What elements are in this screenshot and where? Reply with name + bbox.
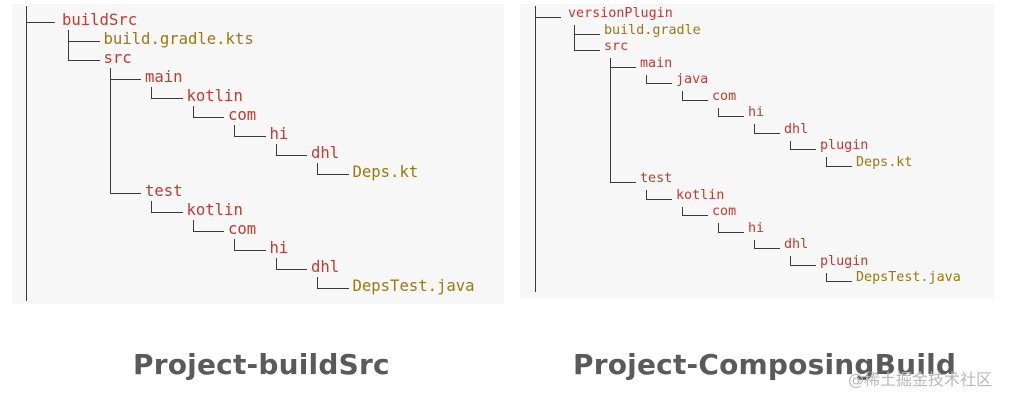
tree-folder-label: hi xyxy=(748,105,765,120)
tree-file-label: build.gradle.kts xyxy=(103,30,254,48)
tree-folder-label: buildSrc xyxy=(62,11,138,29)
tree-folder-label: test xyxy=(145,182,183,200)
tree-branch-connector xyxy=(574,25,600,51)
tree-folder-label: java xyxy=(676,72,709,87)
caption-composingbuild: Project-ComposingBuild xyxy=(573,348,957,381)
tree-branch-connector xyxy=(26,6,55,23)
caption-buildsrc: Project-buildSrc xyxy=(133,348,390,381)
tree-branch-connector xyxy=(646,74,672,84)
tree-folder-label: main xyxy=(640,55,673,71)
tree-file-label: DepsTest.java xyxy=(352,277,475,295)
tree-file-label: build.gradle xyxy=(604,22,701,38)
tree-branch-connector xyxy=(317,163,349,175)
tree-branch-connector xyxy=(718,107,744,117)
tree-branch-connector xyxy=(234,125,266,137)
tree-guide-line xyxy=(535,6,536,292)
tree-folder-label: src xyxy=(604,39,629,54)
tree-folder-label: kotlin xyxy=(186,87,243,105)
tree-folder-label: hi xyxy=(748,220,765,236)
tree-folder-label: com xyxy=(712,88,737,104)
tree-folder-label: test xyxy=(640,171,673,186)
tree-branch-connector xyxy=(682,206,708,216)
tree-folder-label: com xyxy=(712,204,737,219)
tree-branch-connector xyxy=(646,190,672,200)
tree-branch-connector xyxy=(535,6,561,18)
tree-branch-connector xyxy=(718,223,744,233)
tree-branch-connector xyxy=(754,124,780,134)
tree-folder-label: versionPlugin xyxy=(568,6,673,21)
tree-branch-connector xyxy=(610,58,636,183)
tree-branch-connector xyxy=(234,239,266,251)
tree-branch-connector xyxy=(151,87,183,99)
tree-folder-label: dhl xyxy=(784,121,809,137)
tree-branch-connector xyxy=(151,201,183,213)
tree-folder-label: hi xyxy=(269,125,289,143)
tree-folder-label: dhl xyxy=(784,237,809,252)
tree-branch-connector xyxy=(790,256,816,266)
tree-folder-label: dhl xyxy=(311,144,340,162)
tree-branch-connector xyxy=(192,106,224,118)
tree-folder-label: plugin xyxy=(820,138,869,153)
tree-folder-label: kotlin xyxy=(676,187,725,203)
tree-branch-connector xyxy=(754,239,780,249)
tree-folder-label: com xyxy=(228,220,257,238)
tree-branch-connector xyxy=(275,258,307,270)
tree-file-label: Deps.kt xyxy=(352,163,419,181)
tree-folder-label: main xyxy=(145,68,183,86)
tree-branch-connector xyxy=(826,272,852,282)
tree-branch-connector xyxy=(317,277,349,289)
watermark-text: @稀土掘金技术社区 xyxy=(848,370,993,389)
tree-file-label: Deps.kt xyxy=(856,154,913,170)
tree-folder-label: kotlin xyxy=(186,201,243,219)
tree-folder-label: dhl xyxy=(311,258,340,276)
tree-branch-connector xyxy=(275,144,307,156)
tree-branch-connector xyxy=(790,140,816,150)
tree-branch-connector xyxy=(682,91,708,101)
tree-folder-label: src xyxy=(103,49,132,67)
tree-folder-label: hi xyxy=(269,239,289,257)
tree-branch-connector xyxy=(826,157,852,167)
tree-guide-line xyxy=(26,6,27,301)
tree-folder-label: plugin xyxy=(820,253,869,269)
tree-folder-label: com xyxy=(228,106,257,124)
tree-file-label: DepsTest.java xyxy=(856,270,961,285)
tree-branch-connector xyxy=(192,220,224,232)
tree-branch-connector xyxy=(68,30,100,61)
tree-branch-connector xyxy=(109,68,141,194)
